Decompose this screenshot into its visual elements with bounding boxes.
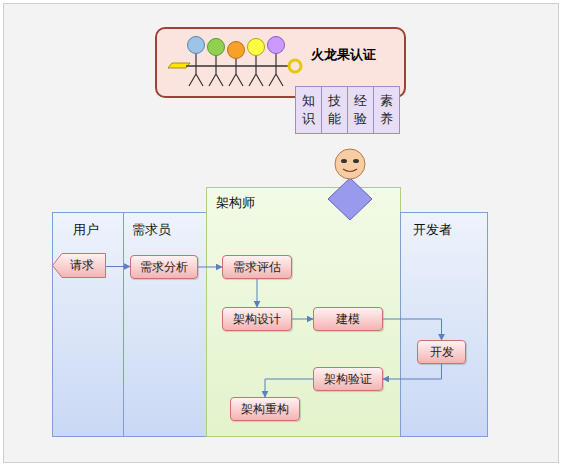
swim-lane: 需求员需求分析 [123, 212, 207, 437]
node-label: 请求 [64, 257, 94, 274]
eye [341, 159, 347, 163]
process-box: 需求分析 [130, 255, 198, 279]
architect-figure [328, 149, 372, 220]
swim-lane: 用户请求 [52, 212, 124, 437]
process-box: 架构重构 [230, 397, 300, 421]
node-label: 架构师 [216, 194, 255, 212]
node-label: 火龙果认证 [311, 46, 376, 64]
swim-lane: 开发者开发 [400, 212, 488, 437]
face-circle [335, 149, 365, 179]
flow-arrow [383, 364, 442, 379]
process-box: 架构验证 [313, 367, 383, 391]
stick-figure [229, 53, 243, 86]
node-label: 素养 [380, 92, 394, 128]
node-label: 开发者 [413, 221, 452, 239]
arm-line [186, 65, 290, 67]
quality-tag: 技能 [321, 86, 348, 134]
process-box: 架构设计 [222, 307, 292, 331]
team-figures [168, 37, 301, 87]
flow-arrow [198, 267, 222, 268]
node-label: 需求员 [132, 221, 171, 239]
eye [353, 159, 359, 163]
process-box: 建模 [313, 307, 383, 331]
stick-figure [269, 53, 283, 86]
flow-arrow [383, 319, 442, 340]
flow-arrow [292, 319, 313, 320]
node-label: 需求分析 [140, 259, 188, 276]
node-label: 用户 [73, 221, 99, 239]
figure-head [228, 42, 245, 59]
figure-head [268, 37, 285, 54]
figure-head [188, 37, 205, 54]
flow-arrow [106, 266, 130, 267]
stick-figure [249, 53, 263, 86]
node-label: 建模 [336, 311, 360, 328]
stick-figure [189, 53, 203, 86]
node-label: 开发 [430, 344, 454, 361]
flow-arrow [257, 279, 258, 307]
node-label: 架构设计 [233, 311, 281, 328]
request-polygon [53, 254, 106, 278]
quality-tag: 知识 [295, 86, 322, 134]
stick-bodies [189, 53, 283, 86]
figure-head [208, 39, 225, 56]
body-diamond [328, 178, 372, 220]
process-box: 需求评估 [222, 255, 292, 279]
node-label: 经验 [354, 92, 368, 128]
swim-lane: 架构师需求评估架构设计 建模架构验证架构重构 [206, 187, 401, 437]
node-label: 需求评估 [233, 259, 281, 276]
flow-arrow [265, 379, 313, 397]
node-label: 架构重构 [241, 401, 289, 418]
smile [343, 169, 357, 172]
node-label: 知识 [302, 92, 316, 128]
node-label: 技能 [328, 92, 342, 128]
figure-head [248, 39, 265, 56]
process-box: 开发 [417, 340, 466, 364]
stick-figure [209, 53, 223, 86]
ring-symbol [289, 60, 301, 72]
node-label: 架构验证 [324, 371, 372, 388]
quality-tag: 经验 [347, 86, 374, 134]
quality-tag: 素养 [373, 86, 400, 134]
flag-symbol [168, 63, 190, 68]
request-shape: 请求 [52, 253, 106, 278]
